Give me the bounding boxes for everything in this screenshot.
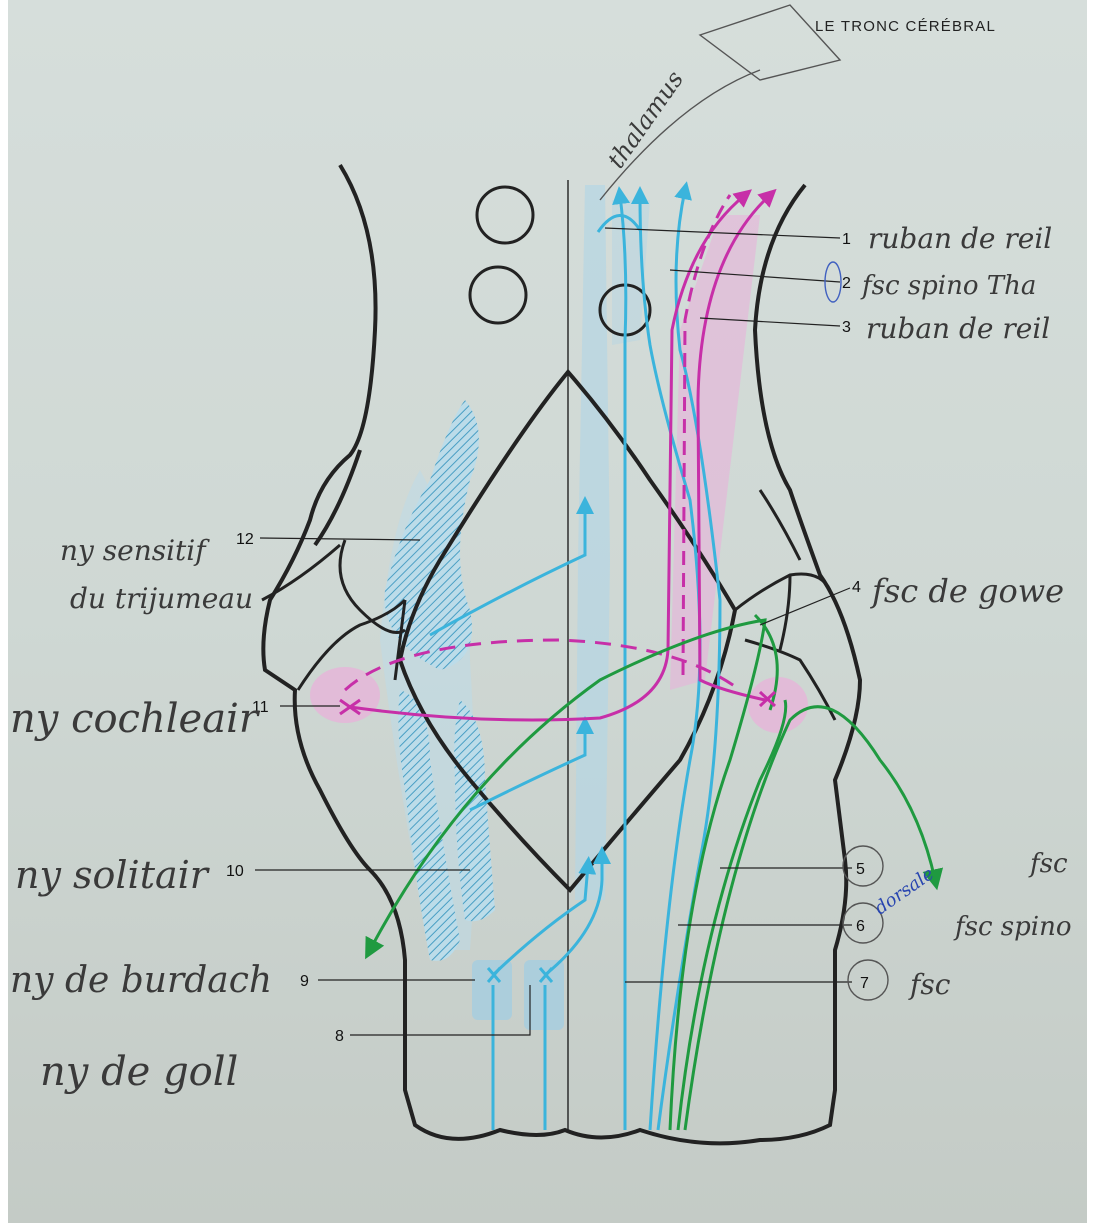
handwritten-label-1: ruban de reil [868, 222, 1052, 255]
handwritten-label-4: fsc de gowe [870, 572, 1064, 610]
number-label: 4 [852, 579, 861, 596]
handwritten-label-11: ny cochleair [10, 696, 261, 742]
handwritten-label-12b: du trijumeau [70, 582, 253, 615]
handwritten-label-7: fsc [908, 968, 951, 1001]
number-label: 7 [860, 975, 869, 992]
handwritten-label-12a: ny sensitif [60, 534, 210, 567]
number-label: 10 [226, 863, 244, 880]
handwritten-label-9: ny de burdach [10, 960, 272, 1001]
handwritten-label-10: ny solitair [15, 853, 211, 897]
number-label: 5 [856, 861, 865, 878]
handwritten-label-6: fsc spino [953, 912, 1072, 942]
number-label: 9 [300, 973, 309, 990]
number-label: 8 [335, 1028, 344, 1045]
number-label: 3 [842, 319, 851, 336]
number-label: 1 [842, 231, 851, 248]
handwritten-label-8: ny de goll [40, 1049, 238, 1095]
number-label: 6 [856, 918, 865, 935]
handwritten-thalamus: thalamus [602, 66, 689, 174]
handwritten-label-6b: dorsale [871, 863, 938, 919]
handwritten-labels: thalamus ruban de reil fsc spino Tha rub… [10, 66, 1072, 1095]
number-label: 2 [842, 275, 851, 292]
number-label: 12 [236, 531, 254, 548]
handwritten-label-3: ruban de reil [866, 312, 1050, 345]
handwritten-label-5: fsc [1028, 849, 1068, 879]
handwritten-label-2: fsc spino Tha [860, 271, 1036, 301]
